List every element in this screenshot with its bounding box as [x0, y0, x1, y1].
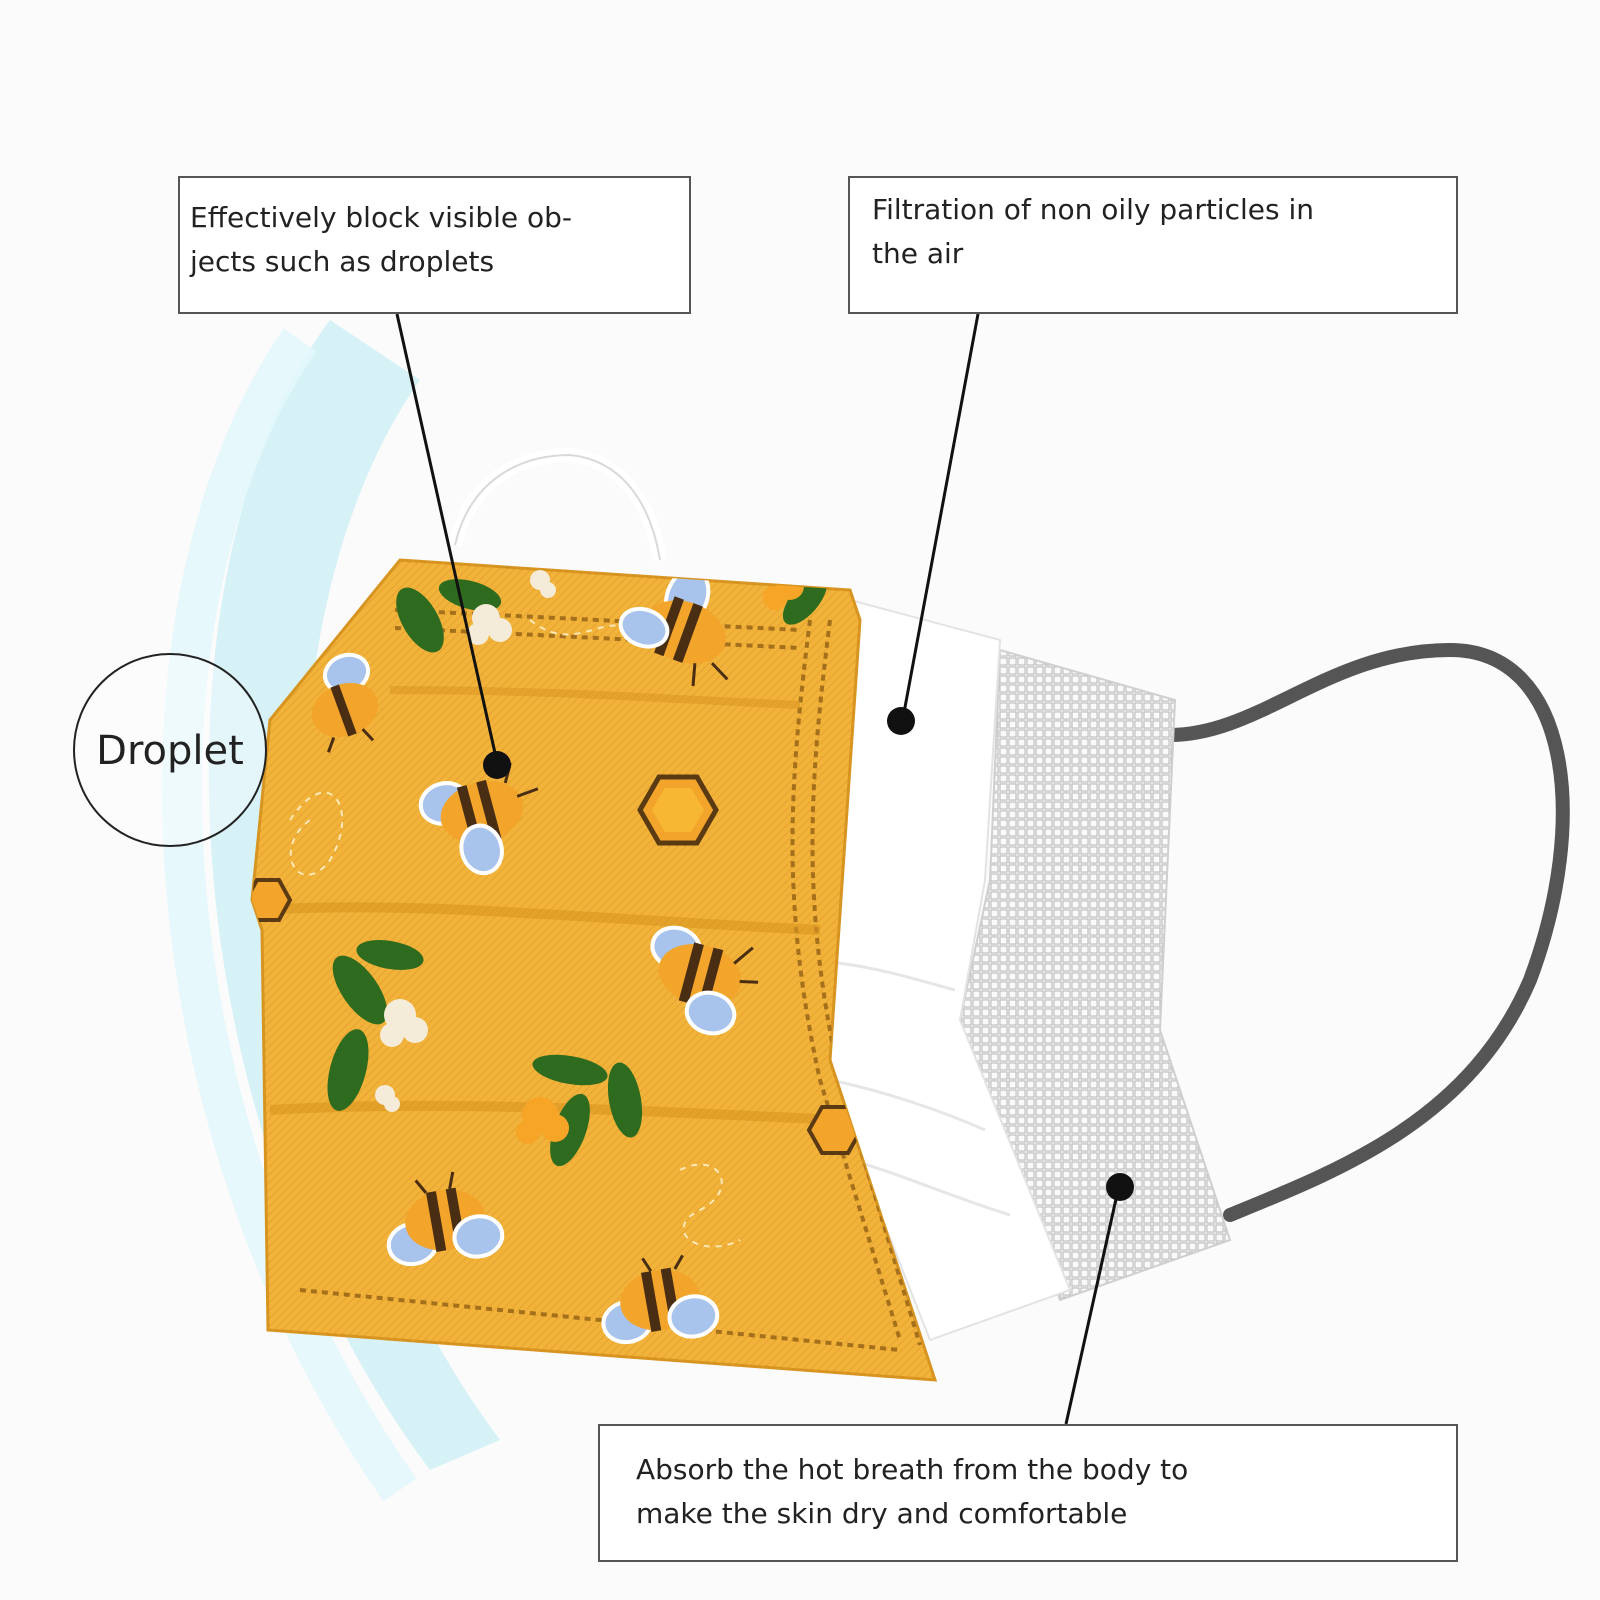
callout-filtration-line1: Filtration of non oily particles in	[872, 193, 1314, 226]
stitch-line	[790, 619, 902, 1341]
bee-icon	[618, 567, 729, 687]
leader-dot-filtration	[887, 707, 915, 735]
callout-block-line2: jects such as droplets	[190, 245, 495, 278]
callout-absorb-line2: make the skin dry and comfortable	[636, 1497, 1128, 1530]
callout-filtration: Filtration of non oily particles in the …	[848, 176, 1458, 314]
leader-line-filtration	[901, 313, 980, 719]
flower-icon	[375, 570, 804, 1144]
callout-filtration-line2: the air	[872, 237, 964, 270]
stitch-line	[394, 626, 801, 650]
ear-loop-inner	[1163, 642, 1570, 1222]
pleat-shadow	[259, 902, 821, 935]
bee-icon	[386, 1171, 505, 1267]
callout-absorb: Absorb the hot breath from the body to m…	[598, 1424, 1458, 1562]
callout-block-droplets: Effectively block visible ob- jects such…	[178, 176, 691, 314]
leader-dot-block	[483, 751, 511, 779]
droplet-circle	[73, 653, 267, 847]
droplet-label: Droplet	[96, 728, 244, 774]
flight-path	[289, 791, 344, 876]
leader-dot-absorb	[1106, 1173, 1134, 1201]
bee-icon	[650, 925, 759, 1036]
stitch-line	[810, 619, 922, 1346]
outer-printed-layer	[250, 558, 938, 1382]
flight-path	[679, 1163, 741, 1248]
bee-icon	[418, 762, 539, 876]
honeycomb-icon	[637, 774, 719, 846]
callout-block-line1: Effectively block visible ob-	[190, 201, 573, 234]
middle-layer-pleat	[829, 1078, 986, 1132]
callout-absorb-line1: Absorb the hot breath from the body to	[636, 1453, 1189, 1486]
bee-icon	[601, 1254, 720, 1345]
leader-line-block	[395, 313, 499, 763]
inner-absorbent-layer	[958, 648, 1232, 1302]
leader-line-absorb	[1064, 1189, 1120, 1425]
stitch-line	[299, 1288, 901, 1352]
ear-loop-top	[448, 447, 667, 562]
ear-loop-top-outline	[454, 453, 661, 561]
pleat-shadow	[389, 686, 801, 709]
bee-icon	[311, 652, 379, 753]
